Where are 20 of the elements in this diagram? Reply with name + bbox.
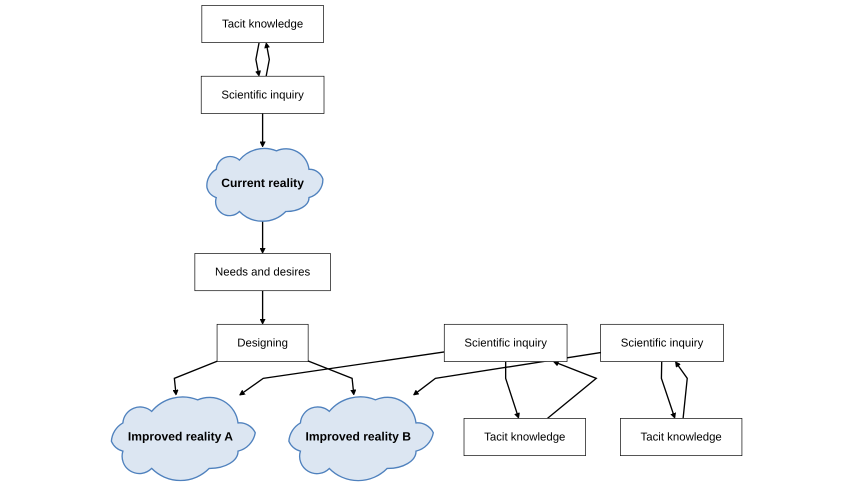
node-box: Needs and desires [194,253,332,292]
node-box: Tacit knowledge [202,5,324,43]
node-box: Scientific inquiry [600,324,724,362]
arrow [675,361,688,418]
arrow [256,42,262,76]
arrow [264,42,270,76]
arrow [260,290,266,325]
arrow [308,360,357,396]
node-box: Tacit knowledge [464,418,586,456]
node-box: Tacit knowledge [620,418,743,456]
arrow [260,220,266,254]
arrow [661,362,676,419]
node-box: Scientific inquiry [201,76,325,114]
arrow [239,351,445,396]
arrow [547,360,598,419]
arrow [505,362,520,419]
arrow [172,360,218,396]
node-box: Designing [217,324,309,362]
node-box: Scientific inquiry [444,324,568,362]
arrow [260,114,266,148]
